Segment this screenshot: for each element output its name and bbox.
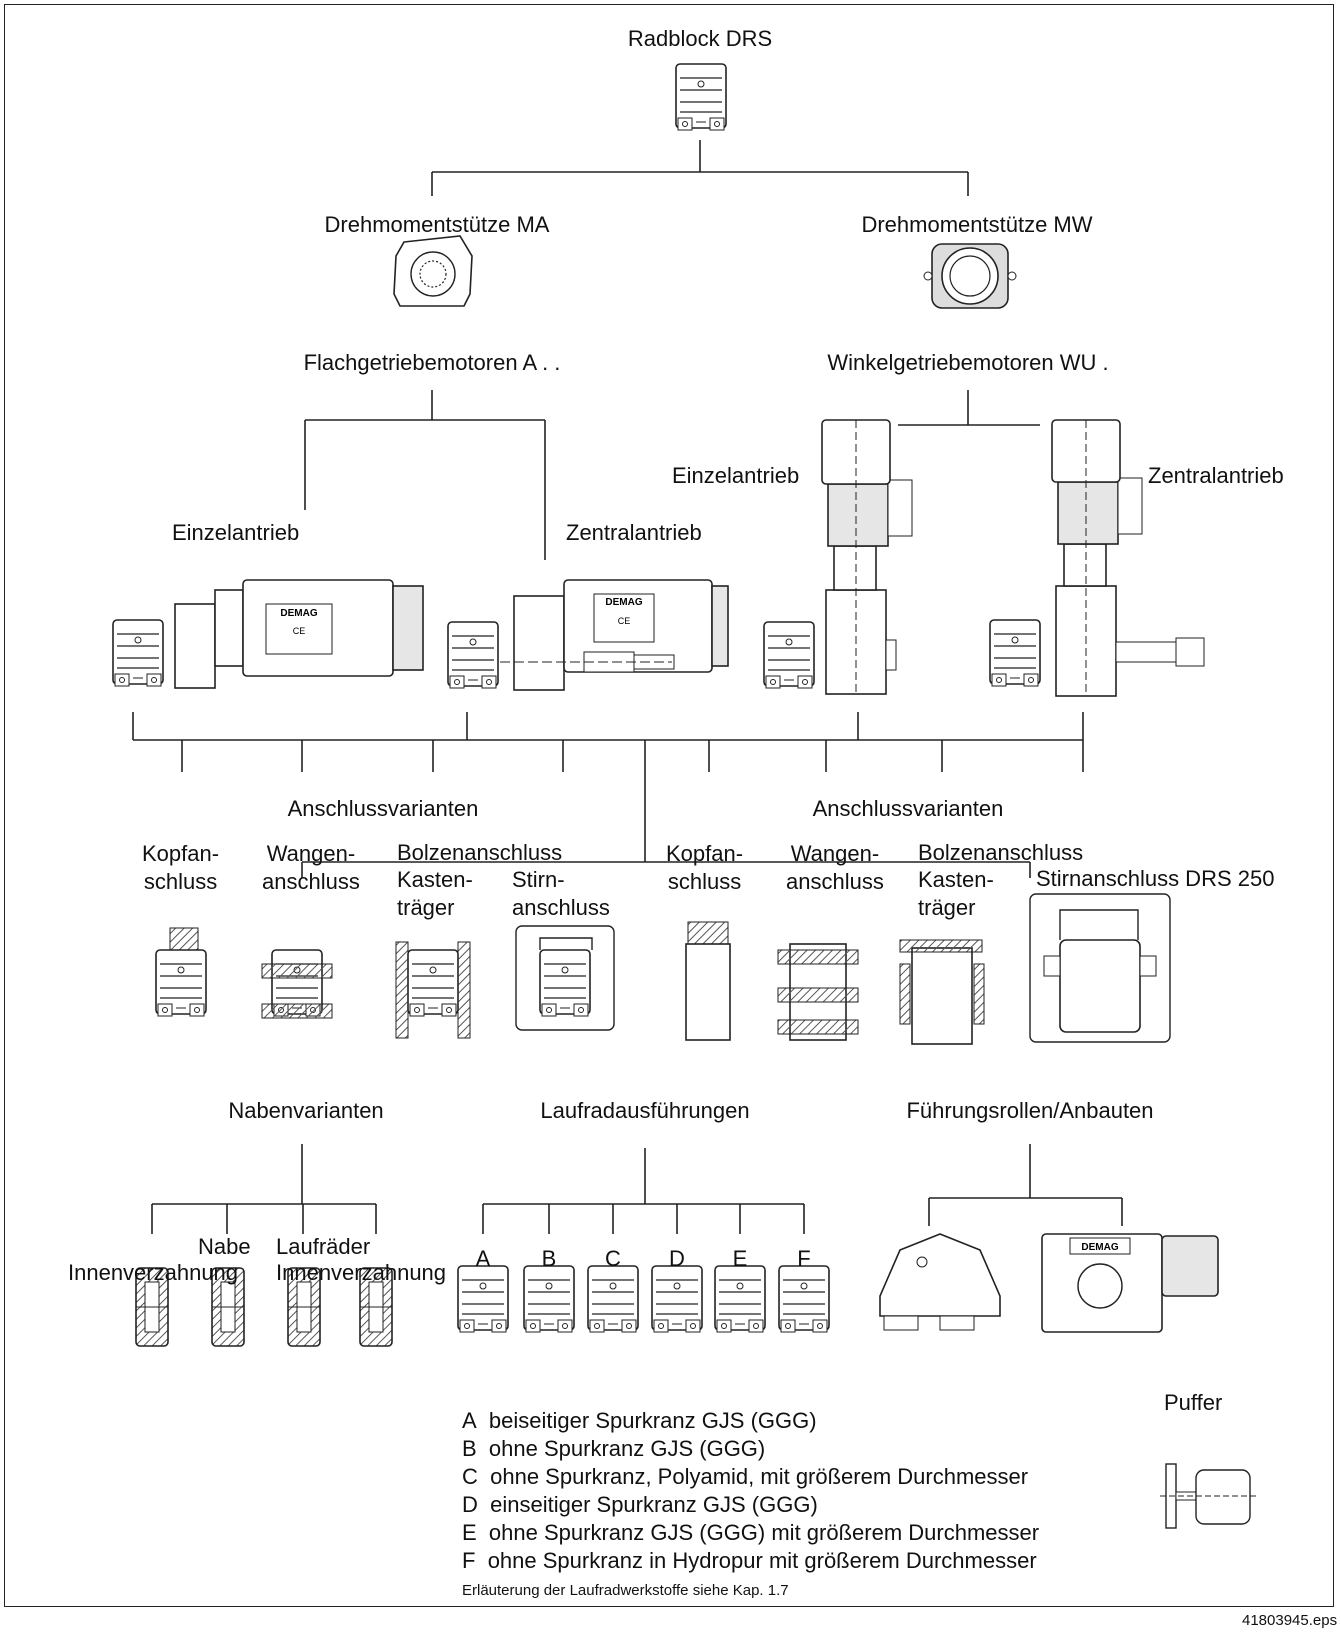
wheel-block-drawing	[675, 63, 727, 131]
angular-gear-motor-central-drawing	[989, 419, 1205, 697]
label-buffer: Puffer	[1164, 1390, 1223, 1415]
label-flat-gear-motors: Flachgetriebemotoren A . .	[303, 350, 561, 375]
label-wheels: Laufräder	[276, 1234, 371, 1259]
torque-support-mw-drawing	[923, 243, 1017, 309]
conn-right-wangen-drawing	[777, 943, 859, 1041]
diagram-frame	[4, 4, 1334, 1607]
legend-letter: A	[462, 1408, 477, 1433]
guide-roller-drawing	[879, 1233, 1001, 1331]
label-left-box-girder: Kasten- träger	[397, 867, 473, 920]
legend-item-b: B ohne Spurkranz GJS (GGG)	[462, 1436, 765, 1462]
label-right-central-drive: Zentralantrieb	[1148, 463, 1284, 488]
conn-left-bolzen-drawing	[395, 941, 471, 1039]
flat-gear-motor-central-drawing: DEMAG CE	[447, 579, 729, 691]
legend-letter: E	[462, 1520, 477, 1545]
label-left-connection-variants: Anschlussvarianten	[287, 796, 479, 821]
label-torque-support-ma: Drehmomentstütze MA	[324, 212, 550, 237]
label-internal-gearing-1: Innenverzahnung	[68, 1260, 239, 1285]
brand-label: DEMAG	[605, 597, 642, 608]
wheel-version-a-drawing	[457, 1265, 509, 1333]
conn-left-kopf-drawing	[155, 927, 207, 1017]
wheel-version-b-drawing	[523, 1265, 575, 1333]
label-left-single-drive: Einzelantrieb	[172, 520, 300, 545]
legend-text: ohne Spurkranz, Polyamid, mit größerem D…	[490, 1464, 1029, 1489]
label-right-side-connection: Wangen- anschluss	[786, 841, 884, 894]
legend-letter: B	[462, 1436, 477, 1461]
legend-item-f: F ohne Spurkranz in Hydropur mit größere…	[462, 1548, 1037, 1574]
file-id: 41803945.eps	[1242, 1612, 1338, 1629]
ce-mark: CE	[293, 626, 306, 636]
label-hub-variants: Nabenvarianten	[228, 1098, 384, 1123]
legend-text: ohne Spurkranz in Hydropur mit größerem …	[487, 1548, 1037, 1573]
flat-gear-motor-single-drawing: DEMAG CE	[112, 579, 424, 689]
wheel-version-f-drawing	[778, 1265, 830, 1333]
label-right-single-drive: Einzelantrieb	[672, 463, 800, 488]
wheel-version-d-drawing	[651, 1265, 703, 1333]
label-angular-gear-motors: Winkelgetriebemotoren WU .	[827, 350, 1109, 375]
label-internal-gearing-2: Innenverzahnung	[276, 1260, 447, 1285]
label-right-head-connection: Kopfan- schluss	[666, 841, 744, 894]
label-left-bolt-connection: Bolzenanschluss	[397, 840, 563, 865]
label-left-side-connection: Wangen- anschluss	[262, 841, 360, 894]
torque-support-ma-drawing	[393, 235, 473, 307]
legend-letter: F	[462, 1548, 476, 1573]
label-wheel-c: C	[605, 1246, 621, 1271]
angular-gear-motor-single-drawing	[763, 419, 913, 695]
attachment-drive-drawing: DEMAG	[1041, 1233, 1219, 1333]
legend-item-c: C ohne Spurkranz, Polyamid, mit größerem…	[462, 1464, 1028, 1490]
legend-item-a: A beiseitiger Spurkranz GJS (GGG)	[462, 1408, 817, 1434]
label-right-end-connection: Stirnanschluss DRS 250	[1036, 866, 1275, 891]
label-right-connection-variants: Anschlussvarianten	[812, 796, 1004, 821]
label-torque-support-mw: Drehmomentstütze MW	[861, 212, 1093, 237]
legend-text: ohne Spurkranz GJS (GGG)	[488, 1436, 766, 1461]
label-wheel-versions: Laufradausführungen	[540, 1098, 750, 1123]
legend-item-d: D einseitiger Spurkranz GJS (GGG)	[462, 1492, 818, 1518]
legend-letter: D	[462, 1492, 478, 1517]
legend-text: einseitiger Spurkranz GJS (GGG)	[490, 1492, 818, 1517]
connector-lines	[132, 140, 1123, 1234]
wheel-version-c-drawing	[587, 1265, 639, 1333]
legend-letter: C	[462, 1464, 478, 1489]
legend-text: ohne Spurkranz GJS (GGG) mit größerem Du…	[488, 1520, 1040, 1545]
label-guide-rollers: Führungsrollen/Anbauten	[906, 1098, 1154, 1123]
legend-note: Erläuterung der Laufradwerkstoffe siehe …	[462, 1582, 789, 1599]
label-right-box-girder: Kasten- träger	[918, 867, 994, 920]
label-wheel-f: F	[797, 1246, 811, 1271]
title-radblock-drs: Radblock DRS	[627, 26, 773, 51]
conn-right-kopf-drawing	[685, 921, 731, 1041]
brand-label: DEMAG	[1081, 1242, 1118, 1253]
label-wheel-e: E	[732, 1246, 748, 1271]
label-left-central-drive: Zentralantrieb	[566, 520, 702, 545]
label-wheel-d: D	[669, 1246, 685, 1271]
ce-mark: CE	[618, 616, 631, 626]
wheel-version-e-drawing	[714, 1265, 766, 1333]
label-wheel-b: B	[541, 1246, 557, 1271]
legend-text: beiseitiger Spurkranz GJS (GGG)	[488, 1408, 817, 1433]
label-right-bolt-connection: Bolzenanschluss	[918, 840, 1084, 865]
label-hub: Nabe	[198, 1234, 251, 1259]
label-left-head-connection: Kopfan- schluss	[142, 841, 220, 894]
legend-item-e: E ohne Spurkranz GJS (GGG) mit größerem …	[462, 1520, 1039, 1546]
conn-left-wangen-drawing	[261, 949, 333, 1019]
buffer-drawing	[1160, 1463, 1256, 1529]
label-left-end-connection: Stirn- anschluss	[512, 867, 610, 920]
label-wheel-a: A	[475, 1246, 491, 1271]
brand-label: DEMAG	[280, 608, 317, 619]
conn-left-stirn-drawing	[515, 925, 615, 1031]
conn-right-stirn-drawing	[1029, 893, 1171, 1043]
conn-right-bolzen-drawing	[899, 939, 985, 1045]
